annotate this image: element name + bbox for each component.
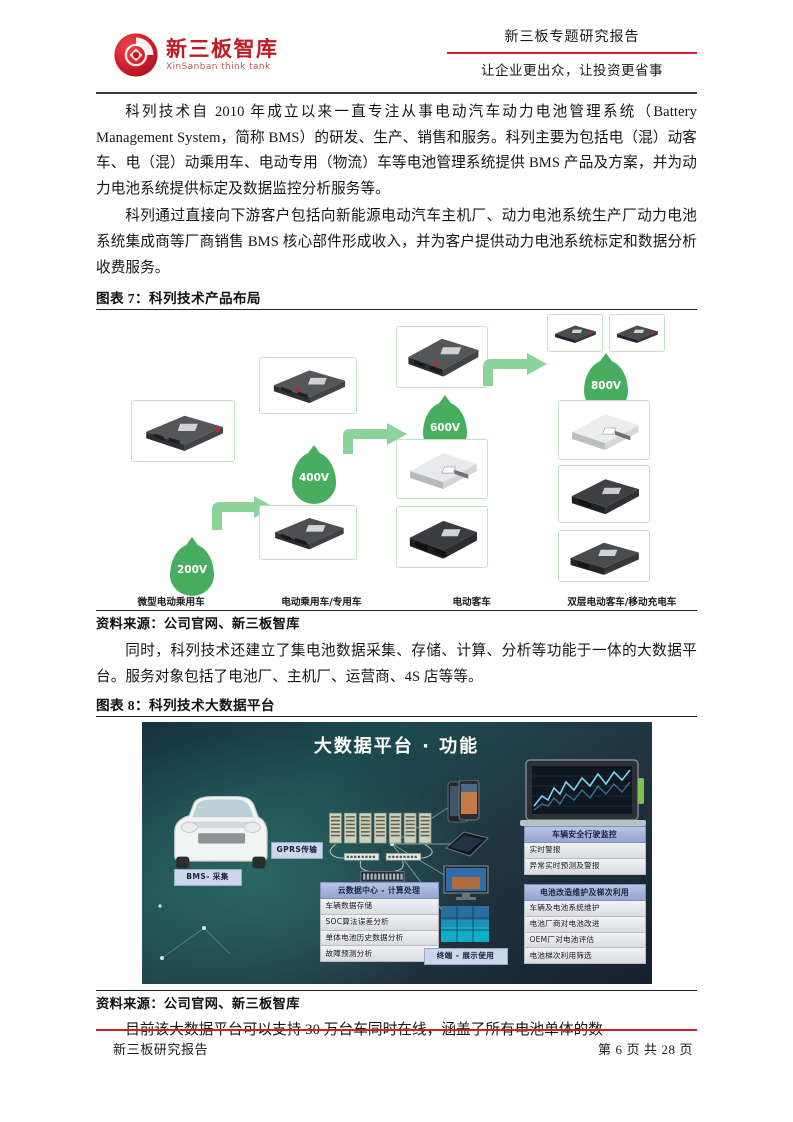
battery-reuse-panel: 电池改造维护及梯次利用 车辆及电池系统维护 电池厂商对电池改进 OEM厂对电池评… bbox=[523, 884, 646, 965]
category-label-3: 电动客车 bbox=[452, 597, 491, 609]
exhibit-8-wrapper: 大数据平台 · 功能 bbox=[96, 722, 697, 985]
bms-controller-black-icon bbox=[146, 415, 223, 452]
voltage-label-400v: 400V bbox=[298, 472, 330, 485]
reuse-panel-header: 电池改造维护及梯次利用 bbox=[523, 884, 646, 902]
brand-slogan: 让企业更出众，让投资更省事 bbox=[481, 63, 663, 78]
safety-panel-item-1: 实时警报 bbox=[523, 843, 646, 859]
page-content: 科列技术自 2010 年成立以来一直专注从事电动汽车动力电池管理系统（Batte… bbox=[96, 100, 697, 1044]
cloud-panel-header: 云数据中心 - 计算处理 bbox=[319, 882, 439, 900]
header-divider bbox=[96, 92, 697, 94]
cloud-panel-item-2: SOC算法误差分析 bbox=[319, 915, 439, 931]
footer-red-rule bbox=[96, 1029, 697, 1031]
vehicle-safety-panel: 车辆安全行驶监控 实时警报 异常实时预测及警报 bbox=[523, 826, 646, 875]
cloud-panel-item-1: 车辆数据存储 bbox=[319, 899, 439, 915]
category-label-4: 双层电动客车/移动充电车 bbox=[567, 597, 677, 609]
product-box-4 bbox=[396, 326, 488, 389]
product-box-11 bbox=[558, 530, 650, 583]
product-box-1 bbox=[131, 400, 235, 463]
smartphone-icon bbox=[447, 780, 479, 823]
bms-controller-black-icon bbox=[408, 338, 479, 377]
footer-page-number: 第 6 页 共 28 页 bbox=[598, 1042, 693, 1057]
product-box-9 bbox=[558, 400, 650, 461]
category-label-1: 微型电动乘用车 bbox=[137, 597, 205, 609]
bms-controller-black-icon bbox=[275, 517, 344, 550]
product-box-3 bbox=[259, 505, 357, 561]
bms-controller-black-icon bbox=[571, 479, 639, 515]
reuse-panel-item-2: 电池厂商对电池改进 bbox=[523, 917, 646, 933]
product-box-10 bbox=[558, 465, 650, 524]
flow-arrow-2-icon bbox=[343, 423, 407, 455]
desktop-monitor-icon bbox=[443, 865, 488, 901]
bms-controller-black-icon bbox=[617, 325, 658, 344]
exhibit-8-source: 资料来源：公司官网、新三板智库 bbox=[96, 990, 697, 1012]
flow-arrow-1-icon bbox=[212, 496, 274, 531]
bms-controller-white-icon bbox=[410, 453, 477, 490]
exhibit-8-figure: 大数据平台 · 功能 bbox=[141, 722, 652, 985]
terminal-display-tag: 终端 - 展示使用 bbox=[423, 948, 508, 965]
header-red-rule bbox=[447, 52, 697, 54]
cloud-data-center-panel: 云数据中心 - 计算处理 车辆数据存储 SOC算法误差分析 单体电池历史数据分析… bbox=[319, 882, 439, 963]
bms-controller-white-icon bbox=[572, 414, 639, 451]
exhibit-7-title: 图表 7：科列技术产品布局 bbox=[96, 287, 697, 311]
safety-panel-item-2: 异常实时预测及警报 bbox=[523, 859, 646, 875]
video-wall-icon bbox=[440, 906, 489, 943]
bms-controller-black-icon bbox=[273, 370, 346, 403]
bms-controller-black-icon bbox=[555, 325, 596, 344]
exhibit-7-figure: 200V bbox=[96, 310, 697, 611]
bms-collection-tag: BMS- 采集 bbox=[173, 869, 242, 886]
product-box-7 bbox=[547, 314, 603, 353]
paragraph-1: 科列技术自 2010 年成立以来一直专注从事电动汽车动力电池管理系统（Batte… bbox=[96, 104, 697, 197]
bms-controller-black-icon bbox=[409, 521, 477, 559]
paragraph-2: 科列通过直接向下游客户包括向新能源电动汽车主机厂、动力电池系统生产厂动力电池系统… bbox=[96, 208, 697, 276]
laptop-analytics-icon bbox=[519, 759, 646, 827]
exhibit-7-category-labels: 微型电动乘用车 电动乘用车/专用车 电动客车 双层电动客车/移动充电车 bbox=[96, 594, 697, 608]
header-right-block: 新三板专题研究报告 让企业更出众，让投资更省事 bbox=[447, 26, 697, 79]
voltage-drop-200v: 200V bbox=[170, 544, 214, 597]
voltage-label-600v: 600V bbox=[429, 422, 461, 435]
brand-logo: 新三板智库 XinSanban think tank bbox=[113, 32, 279, 78]
logo-chinese-text: 新三板智库 bbox=[166, 36, 279, 61]
product-box-5 bbox=[396, 439, 488, 500]
product-box-8 bbox=[609, 314, 665, 353]
category-label-2: 电动乘用车/专用车 bbox=[281, 597, 362, 609]
xinsanban-rose-logo-icon bbox=[114, 33, 158, 77]
exhibit-8-title: 图表 8：科列技术大数据平台 bbox=[96, 694, 697, 718]
voltage-label-800v: 800V bbox=[590, 380, 622, 393]
reuse-panel-item-4: 电池梯次利用筛选 bbox=[523, 948, 646, 965]
exhibit-7-source: 资料来源：公司官网、新三板智库 bbox=[96, 610, 697, 632]
tablet-icon bbox=[444, 831, 489, 857]
bms-controller-black-icon bbox=[570, 542, 639, 575]
product-box-6 bbox=[396, 506, 488, 569]
voltage-label-200v: 200V bbox=[176, 564, 208, 577]
product-box-2 bbox=[259, 357, 357, 415]
gprs-transmission-tag: GPRS传输 bbox=[270, 842, 324, 859]
server-rack-cluster-icon bbox=[328, 813, 433, 883]
footer-report-label: 新三板研究报告 bbox=[113, 1042, 209, 1057]
platform-heading: 大数据平台 · 功能 bbox=[313, 736, 480, 758]
paragraph-3: 同时，科列技术还建立了集电池数据采集、存储、计算、分析等功能于一体的大数据平台。… bbox=[96, 643, 697, 685]
reuse-panel-item-1: 车辆及电池系统维护 bbox=[523, 901, 646, 917]
safety-panel-header: 车辆安全行驶监控 bbox=[523, 826, 646, 844]
logo-english-text: XinSanban think tank bbox=[166, 61, 271, 72]
electric-vehicle-icon bbox=[173, 796, 268, 869]
report-type-label: 新三板专题研究报告 bbox=[504, 30, 640, 45]
cloud-panel-item-4: 故障预测分析 bbox=[319, 946, 439, 963]
voltage-drop-400v: 400V bbox=[292, 452, 336, 505]
flow-arrow-3-icon bbox=[483, 353, 547, 387]
page-header: 新三板智库 XinSanban think tank 新三板专题研究报告 让企业… bbox=[0, 0, 793, 96]
reuse-panel-item-3: OEM厂对电池评估 bbox=[523, 932, 646, 949]
cloud-panel-item-3: 单体电池历史数据分析 bbox=[319, 930, 439, 947]
